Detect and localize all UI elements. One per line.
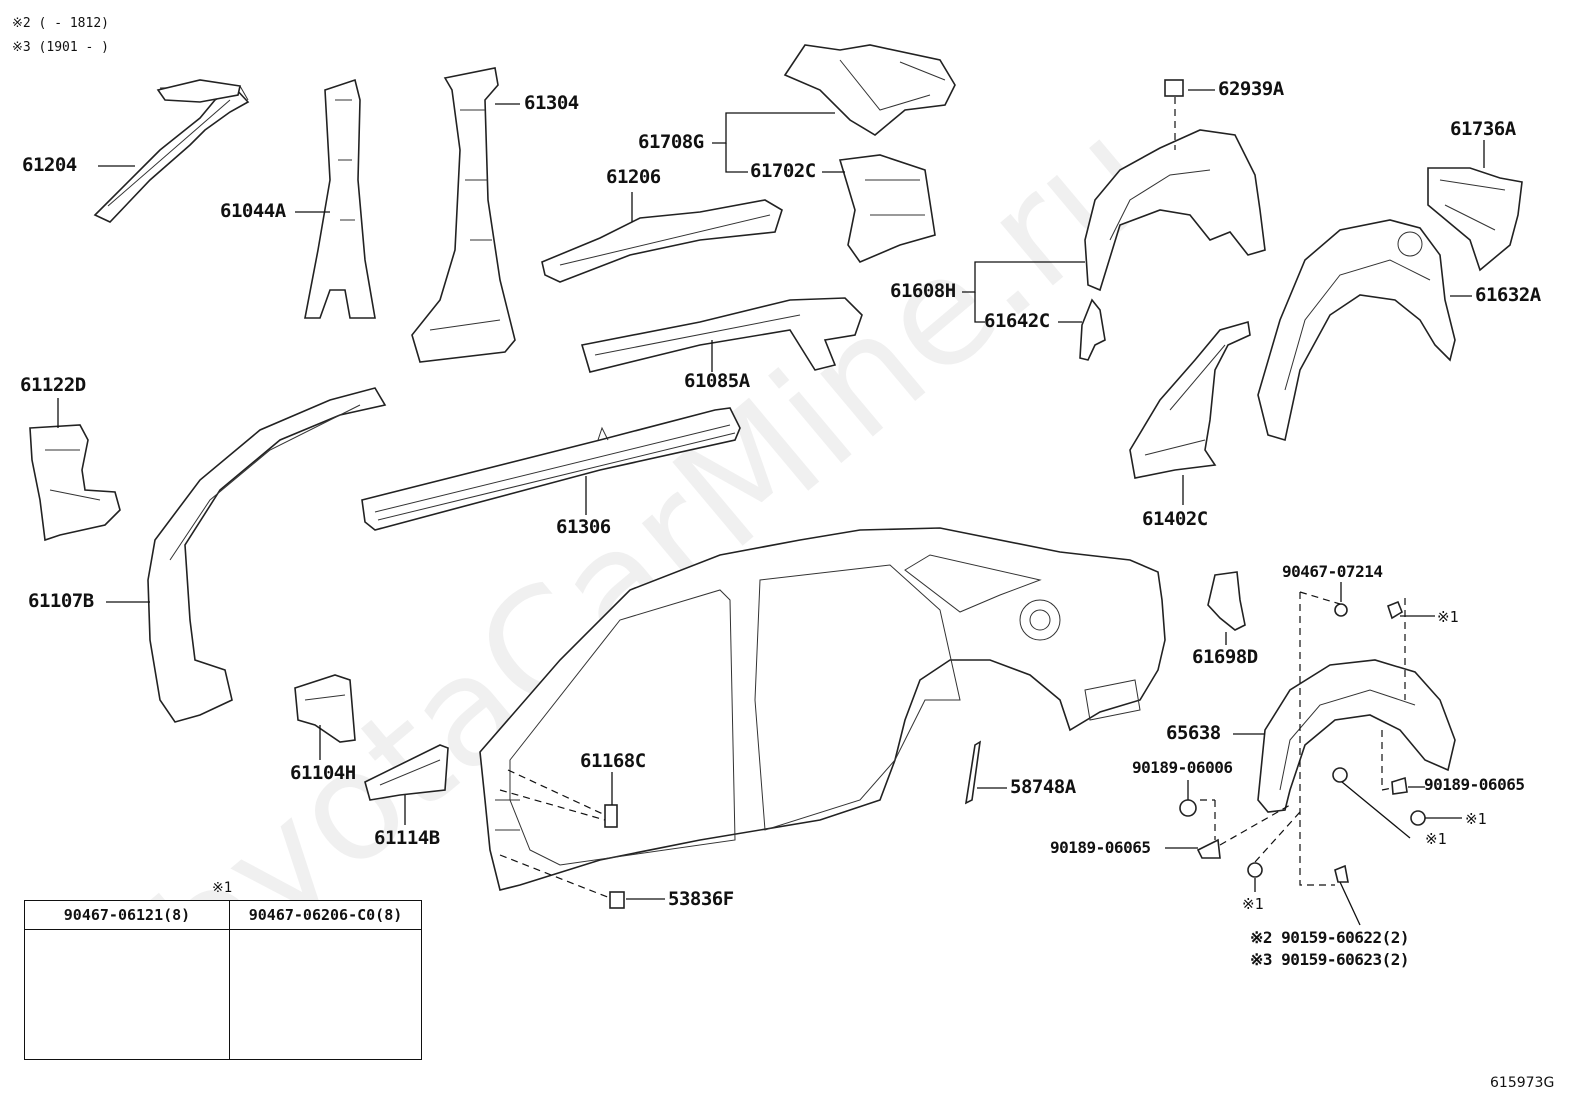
label-61122D: 61122D <box>20 374 86 396</box>
part-61698D-drawing <box>1207 571 1246 631</box>
part-61702C-drawing <box>838 154 936 263</box>
label-90189-06065-right: 90189-06065 <box>1424 775 1525 794</box>
legend-col-2-header: 90467-06206-C0(8) <box>230 901 421 930</box>
label-62939A: 62939A <box>1218 78 1284 100</box>
part-body-side-outer-drawing <box>479 527 1166 891</box>
label-61608H: 61608H <box>890 280 956 302</box>
note-3-range: ※3 (1901 - ) <box>12 40 109 55</box>
label-61702C: 61702C <box>750 160 816 182</box>
label-61306: 61306 <box>556 516 611 538</box>
part-61206-drawing <box>541 199 783 283</box>
fastener-legend-table: 90467-06121(8) 90467-06206-C0(8) <box>24 900 422 1060</box>
label-61107B: 61107B <box>28 590 94 612</box>
part-61306-drawing <box>361 407 741 531</box>
note-2-range: ※2 ( - 1812) <box>12 16 109 31</box>
label-65638: 65638 <box>1166 722 1221 744</box>
part-61085A-drawing <box>580 297 863 373</box>
label-61304: 61304 <box>524 92 579 114</box>
label-53836F: 53836F <box>668 888 734 910</box>
part-62939A-drawing <box>1164 79 1184 97</box>
label-61206: 61206 <box>606 166 661 188</box>
legend-col-1: 90467-06121(8) <box>25 901 229 1059</box>
label-61708G: 61708G <box>638 131 704 153</box>
part-61044A-drawing <box>304 78 376 319</box>
label-90189-06065-left: 90189-06065 <box>1050 838 1151 857</box>
legend-col-2: 90467-06206-C0(8) <box>230 901 421 1059</box>
part-61304-drawing <box>411 67 516 363</box>
label-58748A: 58748A <box>1010 776 1076 798</box>
part-58748A-drawing <box>964 740 982 805</box>
mark-1-top-right: ※1 <box>1437 608 1459 626</box>
legend-divider <box>229 901 231 1059</box>
part-61608H-drawing <box>1084 129 1266 292</box>
part-61114B-drawing <box>364 744 449 801</box>
dashed-connectors <box>499 97 1406 899</box>
part-61107B-drawing <box>147 387 387 723</box>
part-61708G-drawing <box>783 44 956 136</box>
part-65638-drawing <box>1257 659 1456 813</box>
label-61168C: 61168C <box>580 750 646 772</box>
label-61632A: 61632A <box>1475 284 1541 306</box>
label-90467-07214: 90467-07214 <box>1282 562 1383 581</box>
part-61632A-drawing <box>1257 219 1456 442</box>
leader-lines <box>57 89 1485 926</box>
label-61204: 61204 <box>22 154 77 176</box>
diagram-code: 615973G <box>1490 1075 1555 1091</box>
legend-col-1-header: 90467-06121(8) <box>25 901 229 930</box>
part-61402C-drawing <box>1129 320 1251 479</box>
mark-1-center: ※1 <box>1425 830 1447 848</box>
part-61104H-drawing <box>294 674 356 743</box>
label-61044A: 61044A <box>220 200 286 222</box>
label-90159-60623: ※3 90159-60623(2) <box>1250 950 1410 969</box>
label-90159-60622: ※2 90159-60622(2) <box>1250 928 1410 947</box>
label-61114B: 61114B <box>374 827 440 849</box>
part-61122D-drawing <box>29 424 121 542</box>
label-61104H: 61104H <box>290 762 356 784</box>
mark-1-right: ※1 <box>1465 810 1487 828</box>
label-61402C: 61402C <box>1142 508 1208 530</box>
fasteners-drawing <box>604 600 1426 909</box>
legend-mark: ※1 <box>212 880 233 896</box>
label-90189-06006: 90189-06006 <box>1132 758 1233 777</box>
label-61085A: 61085A <box>684 370 750 392</box>
part-61736A-drawing <box>1427 167 1523 272</box>
mark-1-bottom: ※1 <box>1242 895 1264 913</box>
part-61204-drawing <box>93 79 250 223</box>
label-61698D: 61698D <box>1192 646 1258 668</box>
label-61642C: 61642C <box>984 310 1050 332</box>
label-61736A: 61736A <box>1450 118 1516 140</box>
part-61642C-drawing <box>1079 298 1106 361</box>
